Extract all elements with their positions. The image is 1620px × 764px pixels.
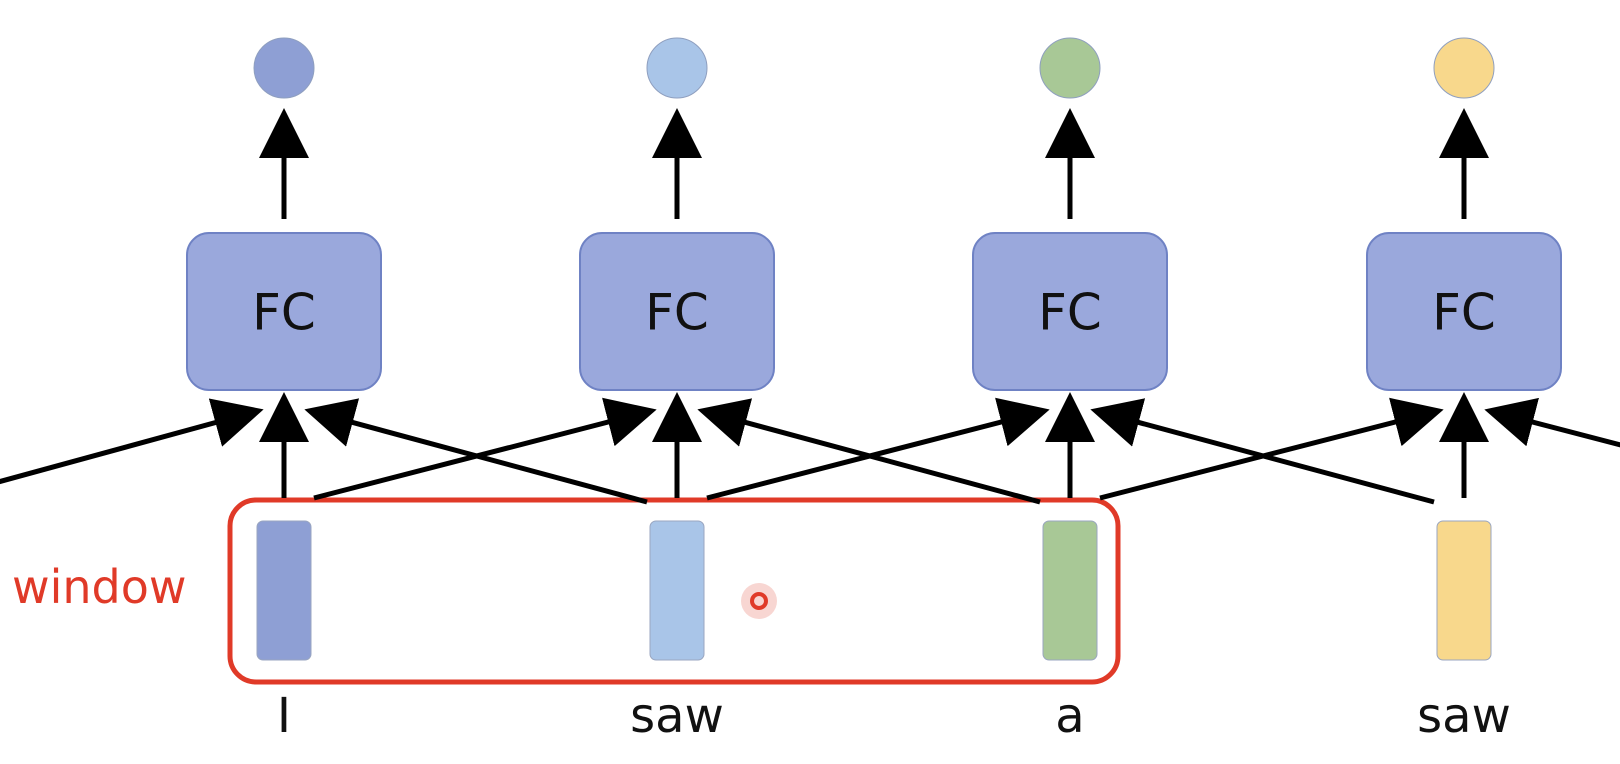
token-vector <box>649 520 705 661</box>
fc-box <box>186 232 382 391</box>
column-3: FC saw <box>1366 37 1562 744</box>
arrow-left-input-0 <box>0 398 264 485</box>
column-0: FC I <box>186 37 382 744</box>
token-vector <box>256 520 312 661</box>
column-1: FC saw <box>579 37 775 744</box>
fc-label: FC <box>1038 284 1102 342</box>
token-vector <box>1436 520 1492 661</box>
output-node <box>646 37 708 99</box>
word-label: a <box>1055 688 1084 744</box>
cursor-dot-icon <box>750 592 768 610</box>
output-node <box>253 37 315 99</box>
cursor-indicator-icon <box>741 583 777 619</box>
column-2: FC a <box>972 37 1168 744</box>
fc-label: FC <box>645 284 709 342</box>
fc-label: FC <box>252 284 316 342</box>
columns-layer: FC I FC saw FC a FC saw <box>186 37 1562 744</box>
arrow-left-input-3 <box>1099 397 1444 501</box>
word-label: I <box>277 688 291 744</box>
fc-box <box>579 232 775 391</box>
arrow-right-input-3 <box>1484 397 1620 448</box>
arrows-layer <box>0 108 1620 505</box>
token-vector <box>1042 520 1098 661</box>
fc-box <box>972 232 1168 391</box>
fc-label: FC <box>1432 284 1496 342</box>
arrow-left-input-2 <box>706 397 1050 501</box>
word-label: saw <box>630 688 724 744</box>
arrow-left-input-1 <box>313 397 657 501</box>
window-label: window <box>12 560 187 614</box>
word-label: saw <box>1417 688 1511 744</box>
fc-box <box>1366 232 1562 391</box>
window-outline <box>227 497 1121 685</box>
output-node <box>1039 37 1101 99</box>
output-node <box>1433 37 1495 99</box>
